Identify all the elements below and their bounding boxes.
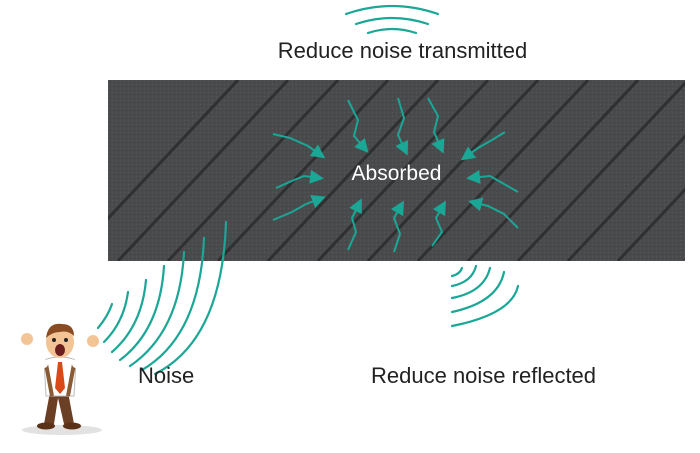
reflected-label: Reduce noise reflected [371, 363, 597, 388]
absorption-arrows [272, 97, 519, 253]
noise-label: Noise [138, 363, 195, 388]
panel-texture [108, 80, 685, 261]
absorbed-label: Absorbed [351, 162, 442, 185]
transmitted-label: Reduce noise transmitted [277, 38, 528, 63]
acoustic-panel: Absorbed [108, 80, 685, 261]
shouting-man-icon [21, 323, 102, 435]
